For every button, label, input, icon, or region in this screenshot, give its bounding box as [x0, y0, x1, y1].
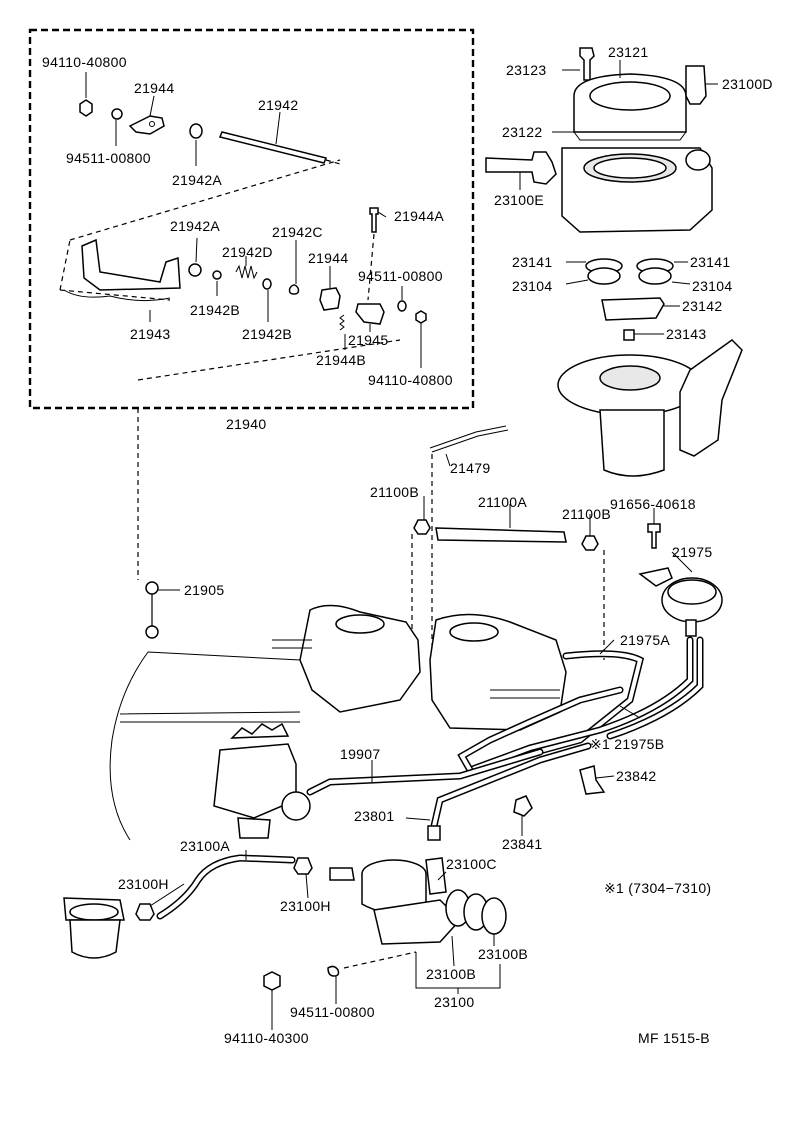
spring-21944B — [339, 314, 345, 331]
label-21100B-a: 21100B — [370, 484, 420, 500]
label-23123: 23123 — [506, 62, 547, 78]
arm-bracket — [679, 339, 743, 457]
label-21100B-b: 21100B — [562, 506, 612, 522]
label-21905: 21905 — [184, 582, 225, 598]
clamp-21100B-b — [581, 535, 599, 551]
bushing-21942A — [189, 123, 203, 139]
label-21940: 21940 — [226, 416, 267, 432]
clamp-23100H-a — [135, 903, 155, 921]
clamp-23842 — [579, 765, 606, 795]
label-21942: 21942 — [258, 97, 299, 113]
bracket-21945 — [355, 303, 385, 325]
label-21100A: 21100A — [478, 494, 528, 510]
label-21942D: 21942D — [222, 244, 273, 260]
label-23100: 23100 — [434, 994, 475, 1010]
label-23841: 23841 — [502, 836, 543, 852]
label-23121: 23121 — [608, 44, 649, 60]
note-reference: ※1 (7304−7310) — [604, 880, 712, 896]
screw-23143 — [623, 329, 635, 341]
label-94110-40800-b: 94110-40800 — [368, 372, 453, 388]
bolt-21944A — [369, 207, 379, 233]
label-21942A-a: 21942A — [172, 172, 223, 188]
label-21942C: 21942C — [272, 224, 323, 240]
label-23100D: 23100D — [722, 76, 773, 92]
label-94511-00800-b: 94511-00800 — [358, 268, 443, 284]
bracket-21944 — [128, 115, 165, 135]
label-23141-b: 23141 — [690, 254, 731, 270]
label-23143: 23143 — [666, 326, 707, 342]
label-23100B-a: 23100B — [478, 946, 529, 962]
label-21479: 21479 — [450, 460, 491, 476]
fitting-23100D — [685, 65, 707, 105]
label-21942B-a: 21942B — [190, 302, 241, 318]
carburetor-a — [299, 604, 421, 713]
label-23104-b: 23104 — [692, 278, 733, 294]
label-91656-40618: 91656-40618 — [610, 496, 696, 512]
label-94511-00800-c: 94511-00800 — [290, 1004, 375, 1020]
label-94511-00800-a: 94511-00800 — [66, 150, 151, 166]
label-94110-40300: 94110-40300 — [224, 1030, 309, 1046]
label-21942A-b: 21942A — [170, 218, 221, 234]
label-23100A: 23100A — [180, 838, 231, 854]
bolt-91656-40618 — [647, 523, 661, 549]
clamp-21100B-a — [413, 519, 431, 535]
label-21944A: 21944A — [394, 208, 445, 224]
label-19907: 19907 — [340, 746, 381, 762]
fitting-23100E — [485, 151, 557, 185]
washer-94511-00800 — [111, 108, 123, 120]
label-21942B-b: 21942B — [242, 326, 293, 342]
clamp-23841 — [513, 795, 533, 817]
label-21944B: 21944B — [316, 352, 367, 368]
footer-code: MF 1515-B — [638, 1030, 710, 1046]
label-21975A: 21975A — [620, 632, 671, 648]
label-94110-40800-a: 94110-40800 — [42, 54, 127, 70]
spring-21942D — [235, 264, 258, 280]
nut-94110-40300 — [263, 971, 281, 991]
label-23142: 23142 — [682, 298, 723, 314]
nut-94110-40800 — [79, 99, 93, 117]
plate-23142 — [601, 297, 665, 321]
pipe-21479 — [429, 425, 509, 453]
bracket-21943 — [81, 238, 181, 291]
label-23100C: 23100C — [446, 856, 497, 872]
nut-94110-40800-b — [415, 310, 427, 324]
label-21944-b: 21944 — [308, 250, 349, 266]
clip-21942C — [288, 284, 300, 295]
label-21975: 21975 — [672, 544, 713, 560]
hose-21100A — [435, 527, 567, 543]
label-21943: 21943 — [130, 326, 171, 342]
rod-21905 — [145, 581, 159, 595]
carburetor-b — [429, 613, 567, 731]
label-23801: 23801 — [354, 808, 395, 824]
bolt-23123 — [579, 47, 595, 81]
label-23100E: 23100E — [494, 192, 545, 208]
washer-94511-00800-c — [327, 965, 340, 977]
label-21944-a: 21944 — [134, 80, 175, 96]
label-23100H-a: 23100H — [118, 876, 169, 892]
group-21940-box — [28, 28, 475, 410]
rod-21942 — [218, 131, 328, 164]
label-23104-a: 23104 — [512, 278, 553, 294]
clamp-23100H-b — [293, 857, 313, 875]
label-21975B: ※1 21975B — [590, 736, 665, 752]
lever-21944 — [319, 287, 341, 311]
label-23100H-b: 23100H — [280, 898, 331, 914]
label-23141-a: 23141 — [512, 254, 553, 270]
label-23842: 23842 — [616, 768, 657, 784]
label-21945: 21945 — [348, 332, 389, 348]
label-23122: 23122 — [502, 124, 543, 140]
label-23100B-b: 23100B — [426, 966, 477, 982]
